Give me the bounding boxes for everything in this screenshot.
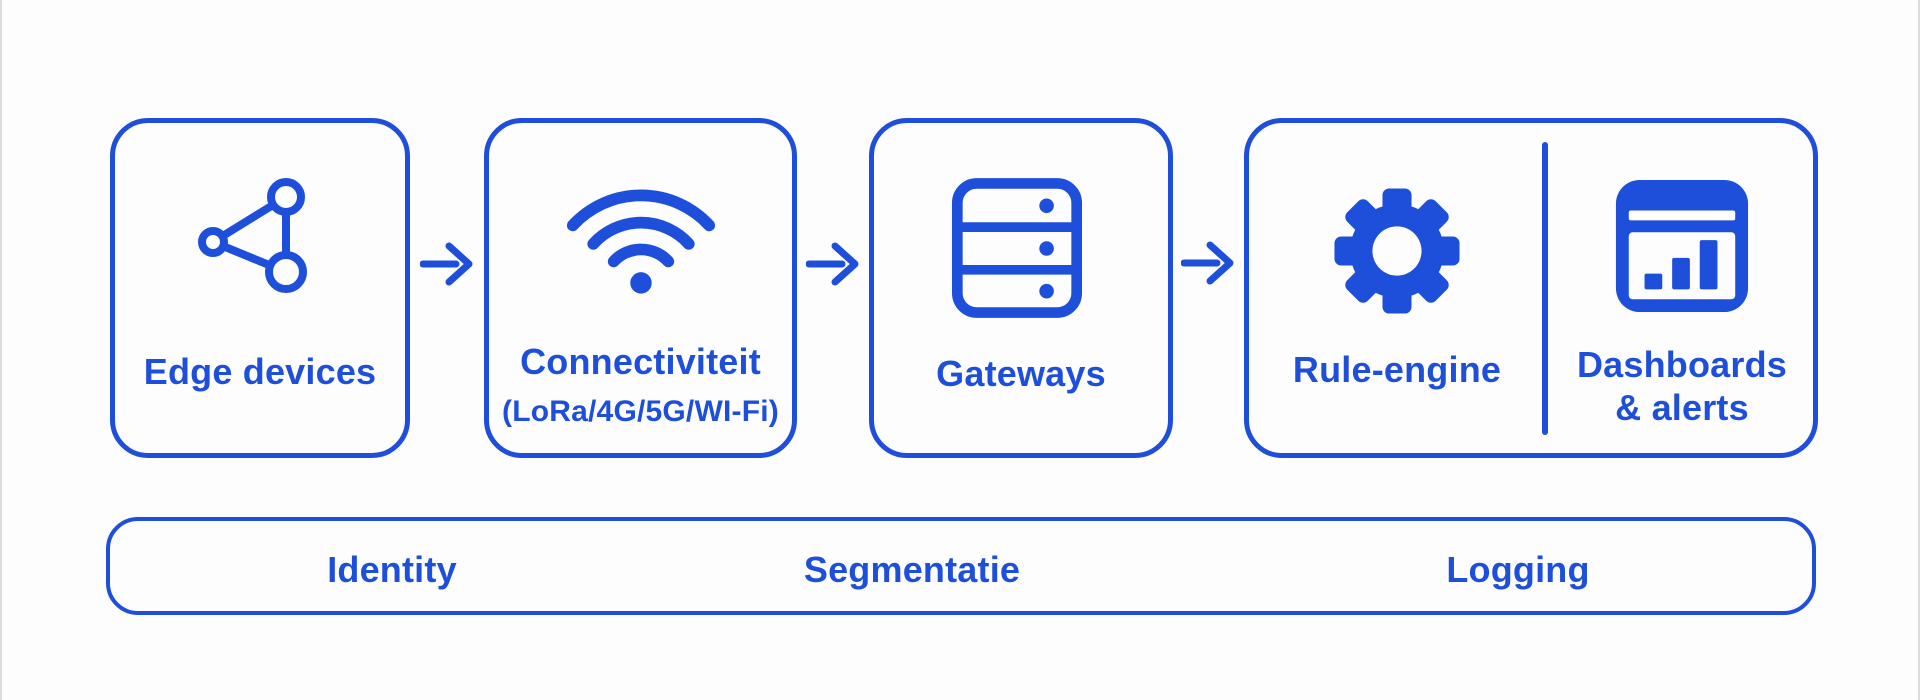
network-nodes-icon [198, 178, 307, 293]
node-processing: Rule-engine Dashboards & alerts [1244, 118, 1818, 458]
wifi-icon [566, 189, 715, 294]
governance-bar: Identity Segmentatie Logging [106, 517, 1816, 615]
flow-arrow-icon [420, 242, 473, 286]
left-edge-line [0, 0, 2, 700]
node-sublabel: (LoRa/4G/5G/WI-Fi) [502, 395, 779, 428]
node-label-line1: Dashboards [1576, 344, 1788, 385]
gear-icon [1334, 188, 1460, 314]
node-label: Gateways [936, 353, 1106, 394]
dashboard-bar-chart-icon [1615, 179, 1749, 313]
flow-arrow-icon [806, 242, 859, 286]
governance-item-identity: Identity [327, 549, 457, 590]
node-label-line2: & alerts [1615, 387, 1749, 428]
node-edge-devices: Edge devices [110, 118, 410, 458]
node-gateways: Gateways [869, 118, 1173, 458]
node-label: Edge devices [143, 351, 377, 392]
node-label: Connectiviteit [520, 341, 761, 382]
section-dashboards: Dashboards & alerts [1551, 123, 1813, 453]
node-label: Rule-engine [1292, 349, 1502, 390]
node-connectivity: Connectiviteit (LoRa/4G/5G/WI-Fi) [484, 118, 797, 458]
section-divider [1542, 142, 1548, 435]
governance-item-logging: Logging [1446, 549, 1590, 590]
flow-arrow-icon [1181, 241, 1234, 285]
governance-item-segmentation: Segmentatie [803, 549, 1021, 590]
right-edge-line [1918, 0, 1920, 700]
section-rule-engine: Rule-engine [1249, 123, 1545, 453]
server-stack-icon [951, 178, 1083, 318]
